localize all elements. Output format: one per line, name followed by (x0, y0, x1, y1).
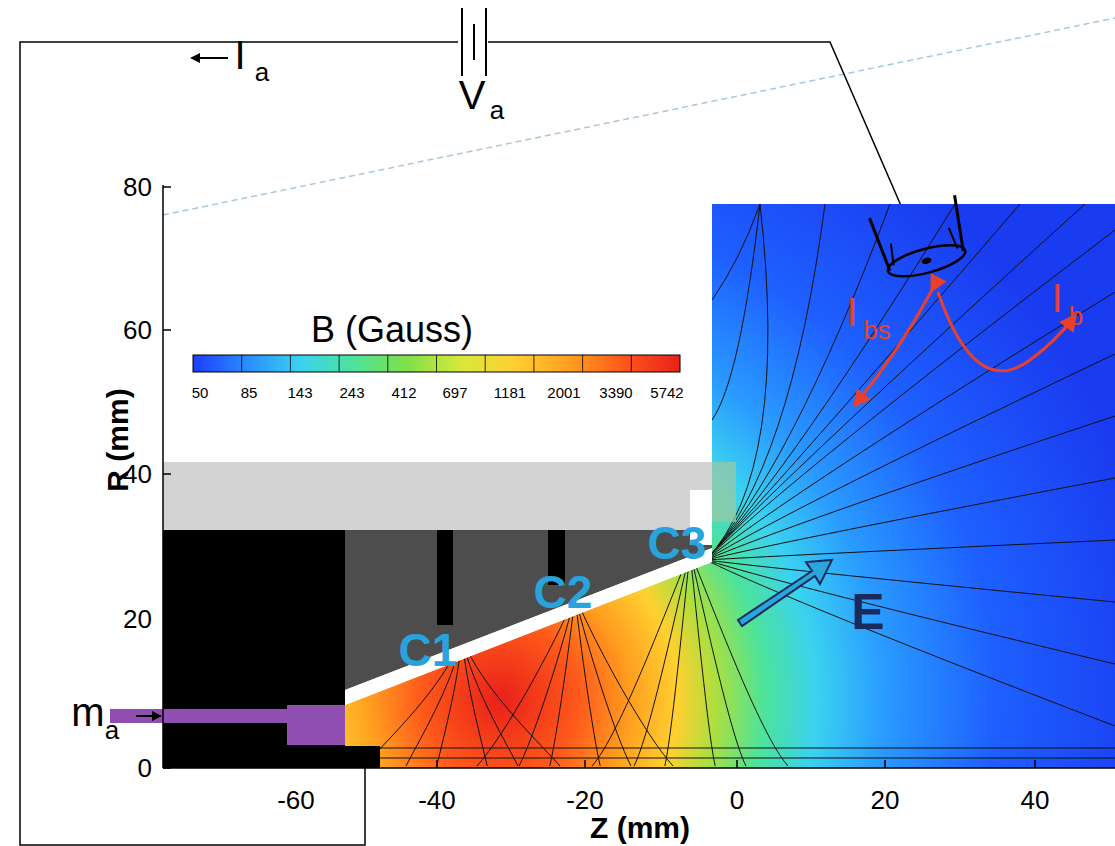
axis-tick-label: -40 (418, 787, 456, 813)
axis-tick-label: 0 (138, 755, 152, 781)
field-line (712, 204, 760, 420)
field-line (712, 204, 760, 300)
plot-axes (163, 185, 1115, 768)
field-line (462, 639, 487, 766)
current-subscript: b (1069, 303, 1083, 329)
colorbar-tick: 243 (339, 385, 364, 400)
field-line (706, 560, 1115, 664)
current-arrow (192, 57, 228, 59)
axis-title: Z (mm) (590, 813, 690, 843)
anode-tip (345, 746, 380, 768)
axis-tick-label: 60 (123, 317, 152, 343)
colorbar-tick: 412 (391, 385, 416, 400)
colorbar-tick: 3390 (599, 385, 632, 400)
colorbar-tick: 50 (192, 385, 209, 400)
dashed-line (163, 18, 1115, 215)
field-line (665, 552, 690, 766)
electric-field-arrow (738, 560, 832, 626)
backscatter-current-arrow (855, 290, 932, 405)
colorbar-tick: 1181 (494, 385, 526, 400)
field-line (706, 204, 1085, 560)
back-plate (163, 530, 345, 768)
battery-symbol (462, 8, 486, 76)
field-line (706, 204, 890, 560)
colorbar (193, 355, 680, 372)
field-line (706, 354, 1115, 560)
cusp-label: C2 (534, 569, 593, 615)
axis-tick-label: -20 (566, 787, 604, 813)
field-line (706, 416, 1115, 560)
current-subscript: a (255, 59, 269, 85)
faraday-probe (870, 195, 973, 283)
field-line (575, 596, 631, 766)
outer-housing (163, 462, 712, 530)
axis-tick-label: 20 (123, 606, 152, 632)
field-line (575, 596, 673, 766)
colorbar-tick: 143 (287, 385, 312, 400)
axis-tick-label: 80 (123, 174, 152, 200)
channel-wall (345, 548, 712, 705)
field-line (706, 478, 1115, 560)
current-label: I (1051, 278, 1062, 318)
colorbar-title: B (Gauss) (311, 312, 473, 348)
field-label: E (851, 587, 884, 637)
field-line (462, 639, 518, 766)
cusp-label: C3 (648, 520, 707, 566)
field-line (706, 292, 1115, 560)
axis-tick-label: 0 (730, 787, 744, 813)
magnet-spacer (437, 530, 453, 625)
mass-flow-subscript: a (105, 717, 119, 743)
current-label: I (846, 292, 857, 332)
field-line (706, 230, 1115, 560)
field-line (345, 758, 1115, 759)
gas-feed (110, 705, 345, 745)
axis-tick-label: 20 (871, 787, 900, 813)
exit-pole (712, 462, 736, 522)
current-label: I (234, 35, 245, 75)
colorbar-tick: 85 (241, 385, 258, 400)
cusp-label: C1 (399, 627, 458, 673)
colorbar-tick: 697 (442, 385, 467, 400)
field-line (706, 560, 1115, 726)
voltage-label: V (459, 75, 486, 115)
colorbar-dividers (242, 355, 632, 372)
field-line (575, 596, 600, 766)
axis-tick-label: 40 (1021, 787, 1050, 813)
axis-ticks (163, 187, 1035, 768)
voltage-subscript: a (490, 97, 504, 123)
colorbar-tick: 2001 (547, 385, 580, 400)
axis-title: R (mm) (103, 388, 133, 491)
field-line (690, 552, 788, 766)
mass-flow-label: m (71, 692, 104, 732)
field-line (706, 204, 1020, 560)
field-line (345, 748, 1115, 749)
current-subscript: bs (863, 317, 890, 343)
field-line (690, 552, 746, 766)
field-line (706, 560, 1115, 602)
field-line (706, 540, 1115, 560)
colorbar-tick: 5742 (650, 385, 683, 400)
axis-tick-label: -60 (277, 787, 315, 813)
